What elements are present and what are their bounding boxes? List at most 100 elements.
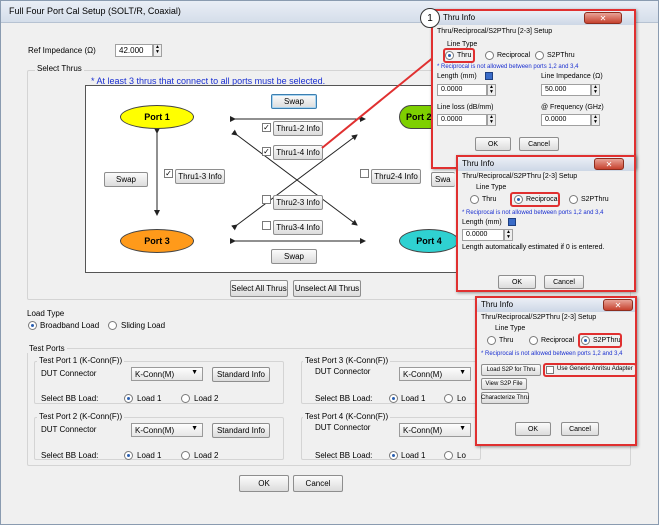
swap-button-bottom[interactable]: Swap: [271, 249, 317, 264]
popup-s2p-ok-button[interactable]: OK: [515, 422, 551, 436]
port3-load2-label: Lo: [457, 394, 466, 403]
popup-thru-s2pthru-radio[interactable]: [535, 51, 544, 60]
window-title: Full Four Port Cal Setup (SOLT/R, Coaxia…: [9, 6, 181, 16]
thru-highlight: [443, 48, 475, 63]
port4-load1-radio[interactable]: [389, 451, 398, 460]
popup-thru-frequency-input[interactable]: 0.0000: [541, 114, 591, 126]
broadband-load-radio[interactable]: [28, 321, 37, 330]
popup-s2p-setup-label: Thru/Reciprocal/S2PThru [2-3] Setup: [481, 314, 597, 321]
port2-load1-radio[interactable]: [124, 451, 133, 460]
popup-thru-thru-label: Thru: [457, 52, 472, 59]
port-4: Port 4: [399, 229, 459, 253]
popup-thru-loss-input[interactable]: 0.0000: [437, 114, 487, 126]
popup-reciprocal-cancel-button[interactable]: Cancel: [544, 275, 584, 289]
thru3-4-info-button[interactable]: Thru3-4 Info: [273, 220, 323, 235]
popup-thru-ok-button[interactable]: OK: [475, 137, 511, 151]
s2pthru-highlight: [578, 333, 622, 348]
calculator-icon[interactable]: [485, 72, 493, 80]
select-bb-load-label-3: Select BB Load:: [315, 394, 373, 403]
test-port-4-title: Test Port 4 (K-Conn(F)): [303, 412, 391, 421]
thru-info-popup-reciprocal: Thru Info ✕ Thru/Reciprocal/S2PThru [2-3…: [456, 155, 636, 292]
port2-load1-label: Load 1: [137, 451, 162, 460]
ok-button[interactable]: OK: [239, 475, 289, 492]
swap-button-top[interactable]: Swap: [271, 94, 317, 109]
dut-connector-value-1: K-Conn(M): [135, 370, 175, 379]
thru2-4-info-button[interactable]: Thru2-4 Info: [371, 169, 421, 184]
thru3-4-checkbox[interactable]: [262, 221, 271, 230]
popup-thru-impedance-spinner[interactable]: ▲▼: [591, 84, 600, 96]
load-s2p-button[interactable]: Load S2P for Thru: [481, 364, 541, 376]
dut-connector-select-1[interactable]: K-Conn(M)▼: [131, 367, 203, 381]
dut-connector-label-4: DUT Connector: [315, 423, 371, 432]
thru1-2-checkbox[interactable]: ✓: [262, 123, 271, 132]
port3-load1-radio[interactable]: [389, 394, 398, 403]
popup-reciprocal-length-spinner[interactable]: ▲▼: [504, 229, 513, 241]
port4-load2-radio[interactable]: [444, 451, 453, 460]
popup-thru-loss-spinner[interactable]: ▲▼: [487, 114, 496, 126]
sliding-load-radio[interactable]: [108, 321, 117, 330]
popup-s2p-s2pthru-radio[interactable]: [581, 336, 590, 345]
dut-connector-select-3[interactable]: K-Conn(M)▼: [399, 367, 471, 381]
ref-impedance-spinner[interactable]: ▲▼: [153, 44, 162, 57]
popup-thru-impedance-input[interactable]: 50.000: [541, 84, 591, 96]
close-icon[interactable]: ✕: [594, 158, 624, 170]
thru1-3-checkbox[interactable]: ✓: [164, 169, 173, 178]
close-icon[interactable]: ✕: [603, 299, 633, 311]
popup-reciprocal-thru-label: Thru: [482, 196, 497, 203]
port3-load1-label: Load 1: [401, 394, 426, 403]
popup-thru-setup-label: Thru/Reciprocal/S2PThru [2-3] Setup: [437, 28, 553, 35]
popup-reciprocal-ok-button[interactable]: OK: [498, 275, 536, 289]
popup-reciprocal-s2pthru-radio[interactable]: [569, 195, 578, 204]
use-generic-adapter-checkbox[interactable]: [546, 366, 554, 374]
popup-reciprocal-auto-note: Length automatically estimated if 0 is e…: [462, 244, 605, 251]
port4-load1-label: Load 1: [401, 451, 426, 460]
popup-s2p-cancel-button[interactable]: Cancel: [561, 422, 599, 436]
popup-reciprocal-thru-radio[interactable]: [470, 195, 479, 204]
standard-info-button-2[interactable]: Standard Info: [212, 423, 270, 438]
port2-load2-radio[interactable]: [181, 451, 190, 460]
popup-s2p-thru-radio[interactable]: [487, 336, 496, 345]
popup-thru-cancel-button[interactable]: Cancel: [519, 137, 559, 151]
cancel-button[interactable]: Cancel: [293, 475, 343, 492]
thru1-3-info-button[interactable]: Thru1-3 Info: [175, 169, 225, 184]
popup-s2p-reciprocal-radio[interactable]: [529, 336, 538, 345]
port-1: Port 1: [120, 105, 194, 129]
select-all-thrus-button[interactable]: Select All Thrus: [230, 280, 288, 297]
popup-thru-length-input[interactable]: 0.0000: [437, 84, 487, 96]
close-icon[interactable]: ✕: [584, 12, 622, 24]
view-s2p-button[interactable]: View S2P File: [481, 378, 527, 390]
popup-thru-frequency-spinner[interactable]: ▲▼: [591, 114, 600, 126]
popup-thru-thru-radio[interactable]: [445, 51, 454, 60]
dut-connector-value-3: K-Conn(M): [403, 370, 443, 379]
calculator-icon[interactable]: [508, 218, 516, 226]
thru1-2-info-button[interactable]: Thru1-2 Info: [273, 121, 323, 136]
port1-load1-radio[interactable]: [124, 394, 133, 403]
port1-load2-radio[interactable]: [181, 394, 190, 403]
swap-button-right[interactable]: Swa: [431, 172, 455, 187]
standard-info-button-1[interactable]: Standard Info: [212, 367, 270, 382]
thru1-4-info-button[interactable]: Thru1-4 Info: [273, 145, 323, 160]
ref-impedance-label: Ref Impedance (Ω): [28, 46, 96, 55]
popup-reciprocal-setup-label: Thru/Reciprocal/S2PThru [2-3] Setup: [462, 173, 578, 180]
broadband-load-label: Broadband Load: [40, 321, 100, 330]
popup-thru-length-spinner[interactable]: ▲▼: [487, 84, 496, 96]
popup-reciprocal-titlebar: Thru Info: [458, 157, 634, 171]
thru2-4-checkbox[interactable]: [360, 169, 369, 178]
ref-impedance-input[interactable]: 42.000: [115, 44, 153, 57]
characterize-thru-button[interactable]: Characterize Thru: [481, 392, 529, 404]
popup-reciprocal-reciprocal-radio[interactable]: [514, 195, 523, 204]
dut-connector-select-4[interactable]: K-Conn(M)▼: [399, 423, 471, 437]
dut-connector-select-2[interactable]: K-Conn(M)▼: [131, 423, 203, 437]
swap-button-left[interactable]: Swap: [104, 172, 148, 187]
popup-thru-note: * Reciprocal is not allowed between port…: [437, 64, 579, 70]
port3-load2-radio[interactable]: [444, 394, 453, 403]
callout-number-badge: 1: [420, 8, 440, 28]
popup-reciprocal-reciprocal-label: Reciprocal: [526, 196, 560, 203]
thru2-3-info-button[interactable]: Thru2-3 Info: [273, 195, 323, 210]
thru2-3-checkbox[interactable]: [262, 195, 271, 204]
popup-reciprocal-length-input[interactable]: 0.0000: [462, 229, 504, 241]
popup-reciprocal-length-label: Length (mm): [462, 219, 502, 226]
unselect-all-thrus-button[interactable]: Unselect All Thrus: [293, 280, 361, 297]
popup-thru-reciprocal-radio[interactable]: [485, 51, 494, 60]
thru1-4-checkbox[interactable]: ✓: [262, 147, 271, 156]
